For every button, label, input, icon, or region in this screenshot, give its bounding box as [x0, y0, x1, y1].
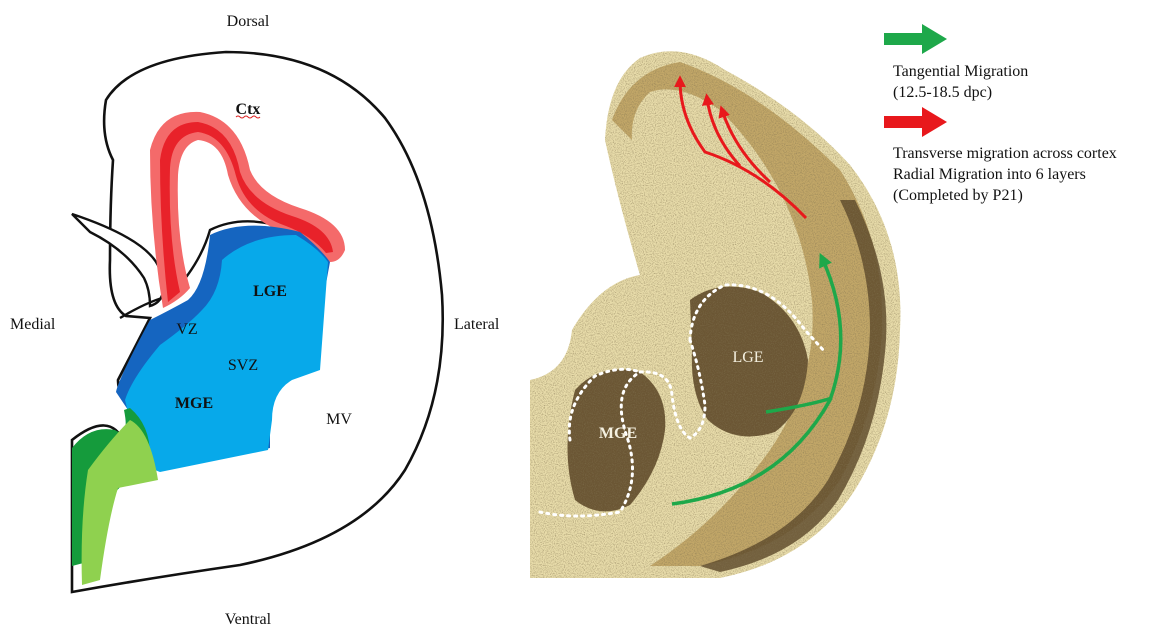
histology-panel: LGE MGE — [530, 51, 900, 578]
label-mge-histology: MGE — [599, 425, 637, 442]
legend-green-arrow — [884, 24, 947, 54]
label-medial: Medial — [10, 316, 56, 333]
label-lge-histology: LGE — [732, 349, 763, 366]
label-ctx: Ctx — [236, 101, 261, 118]
legend-radial-text: Transverse migration across cortex Radia… — [893, 143, 1117, 206]
label-vz: VZ — [176, 321, 197, 338]
label-ventral: Ventral — [225, 611, 272, 628]
legend-radial-line2: Radial Migration into 6 layers — [893, 164, 1117, 185]
label-mv: MV — [326, 411, 352, 428]
legend-red-arrow — [884, 107, 947, 137]
label-lge-schematic: LGE — [253, 283, 287, 300]
label-mge-schematic: MGE — [175, 395, 213, 412]
label-lateral: Lateral — [454, 316, 500, 333]
legend-tangential-line1: Tangential Migration — [893, 61, 1028, 82]
legend-radial-line1: Transverse migration across cortex — [893, 143, 1117, 164]
legend-tangential-line2: (12.5-18.5 dpc) — [893, 82, 1028, 103]
label-svz: SVZ — [228, 357, 258, 374]
legend-radial-line3: (Completed by P21) — [893, 185, 1117, 206]
label-dorsal: Dorsal — [227, 13, 270, 30]
schematic-panel: Dorsal Ventral Medial Lateral Ctx LGE VZ… — [10, 13, 500, 628]
legend-tangential-text: Tangential Migration (12.5-18.5 dpc) — [893, 61, 1028, 103]
